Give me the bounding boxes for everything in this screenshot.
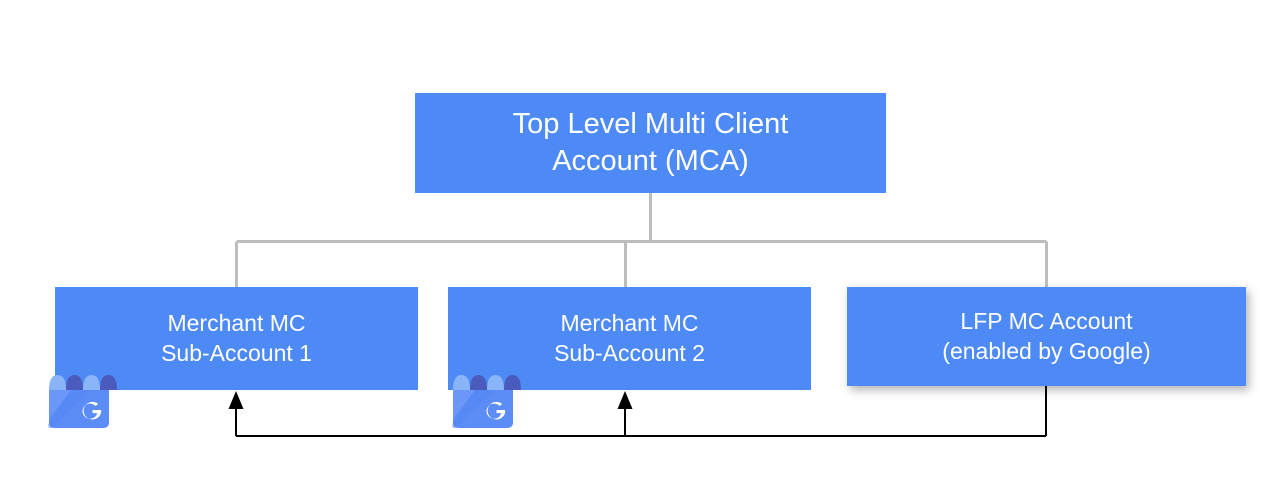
node-merchant-sub-account-1-label: Merchant MC Sub-Account 1: [161, 310, 312, 366]
google-business-storefront-icon: [452, 375, 521, 428]
feedback-arrowheads: [228, 391, 633, 409]
arrowhead-to-sub2: [617, 391, 633, 409]
hierarchy-connectors: [235, 193, 1048, 288]
node-merchant-sub-account-2-label: Merchant MC Sub-Account 2: [554, 310, 705, 366]
node-top-level-mca-label: Top Level Multi Client Account (MCA): [512, 107, 789, 177]
node-lfp-mc-account[interactable]: LFP MC Account (enabled by Google): [847, 287, 1246, 386]
node-lfp-mc-account-label: LFP MC Account (enabled by Google): [942, 308, 1151, 364]
arrowhead-to-sub1: [228, 391, 244, 409]
node-top-level-mca[interactable]: Top Level Multi Client Account (MCA): [415, 93, 886, 193]
node-merchant-sub-account-2[interactable]: Merchant MC Sub-Account 2: [448, 287, 811, 390]
node-merchant-sub-account-1[interactable]: Merchant MC Sub-Account 1: [55, 287, 418, 390]
google-business-storefront-icon: [48, 375, 117, 428]
lfp-feedback-connectors: [234, 386, 1048, 438]
